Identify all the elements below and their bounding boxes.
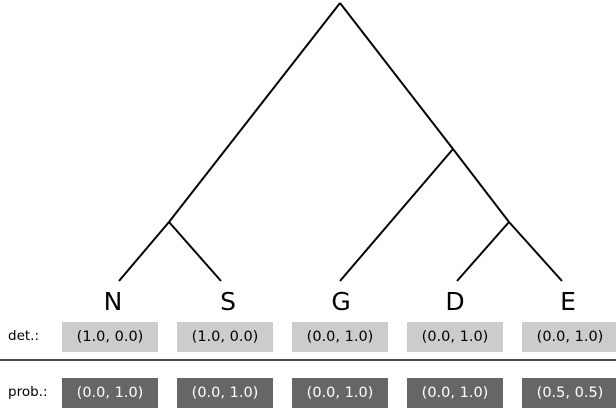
prob-cell-E: (0.5, 0.5): [522, 378, 616, 408]
edge-root-to-ancestor-NS: [168, 2, 341, 223]
tree-diagram: [118, 2, 563, 282]
leaf-label-G: G: [331, 287, 351, 316]
leaf-label-D: D: [445, 287, 465, 316]
edge-ancestor-NS-to-leaf-N: [118, 221, 170, 282]
row-label-det: det.:: [8, 328, 40, 344]
edge-ancestor-DE-parent-to-leaf-G: [339, 148, 454, 282]
det-cell-S: (1.0, 0.0): [177, 322, 273, 352]
prob-cell-N: (0.0, 1.0): [62, 378, 158, 408]
prob-cell-S: (0.0, 1.0): [177, 378, 273, 408]
det-cell-D: (0.0, 1.0): [407, 322, 503, 352]
row-label-prob: prob.:: [8, 384, 48, 400]
leaf-label-S: S: [220, 287, 236, 316]
leaf-label-N: N: [103, 287, 123, 316]
edge-root-to-ancestor-DE-parent: [339, 2, 454, 150]
det-cell-N: (1.0, 0.0): [62, 322, 158, 352]
edge-ancestor-DE-parent-to-ancestor-DE: [452, 148, 510, 223]
row-divider: [0, 359, 616, 361]
prob-cell-D: (0.0, 1.0): [407, 378, 503, 408]
edge-ancestor-DE-to-leaf-E: [508, 221, 563, 282]
det-cell-E: (0.0, 1.0): [522, 322, 616, 352]
edge-ancestor-DE-to-leaf-D: [456, 221, 510, 282]
edge-ancestor-NS-to-leaf-S: [168, 221, 222, 282]
prob-cell-G: (0.0, 1.0): [292, 378, 388, 408]
leaf-label-E: E: [560, 287, 576, 316]
det-cell-G: (0.0, 1.0): [292, 322, 388, 352]
